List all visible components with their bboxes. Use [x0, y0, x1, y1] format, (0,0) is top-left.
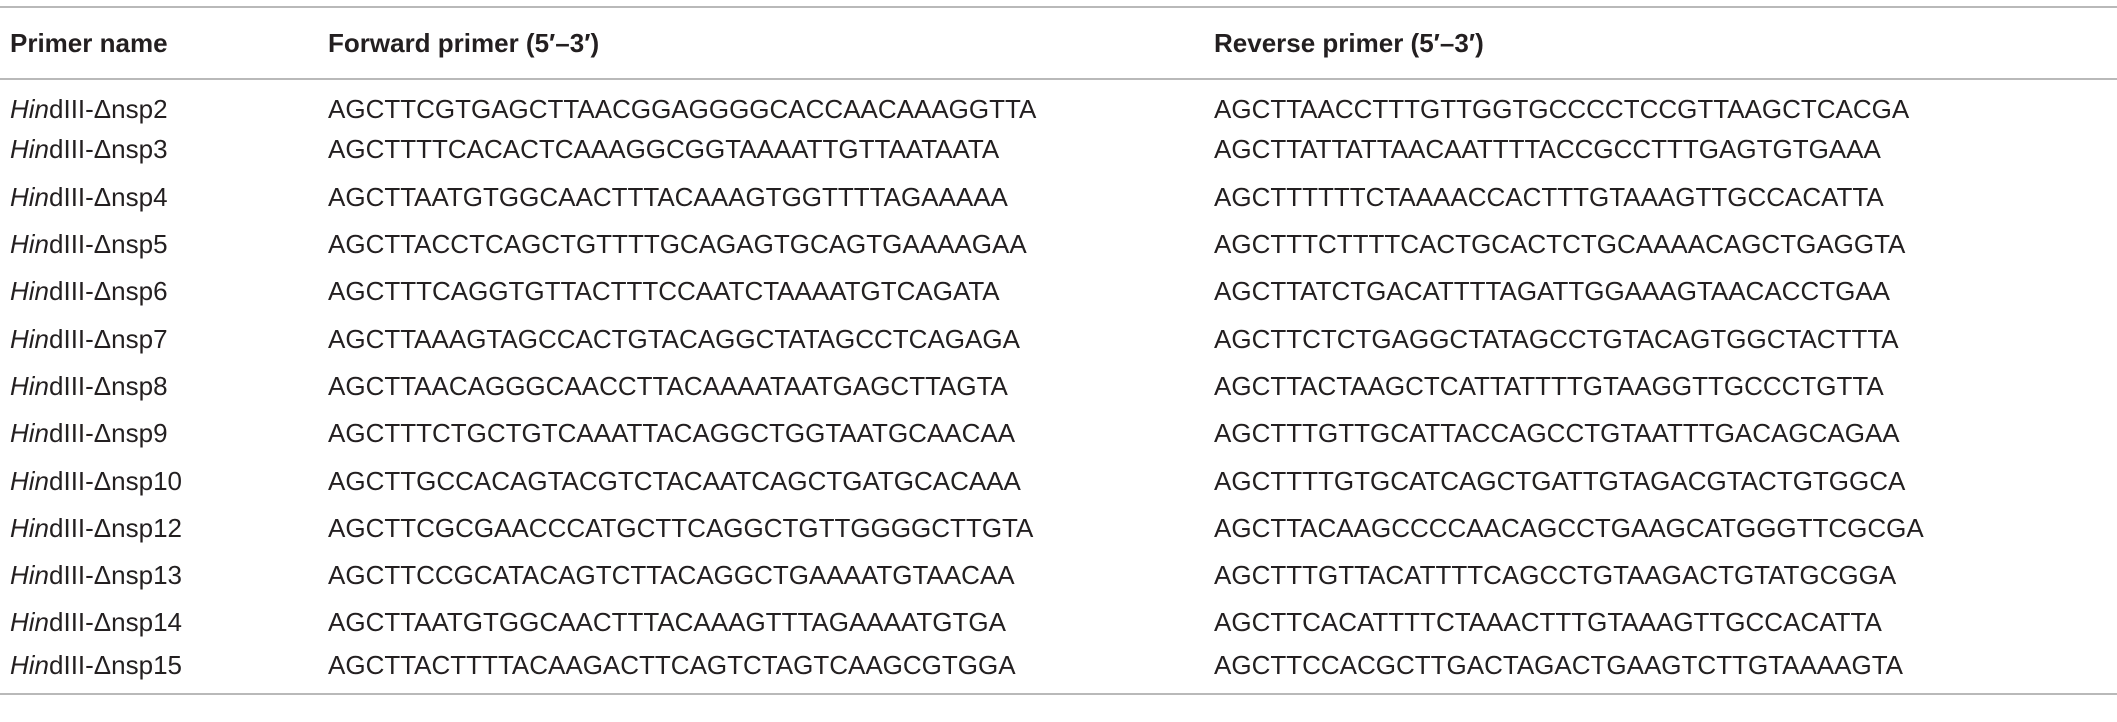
primer-name-italic: Hin — [10, 229, 50, 260]
header-reverse-primer: Reverse primer (5′–3′) — [1214, 27, 1484, 58]
primer-name-rest: dIII-Δnsp2 — [49, 93, 168, 124]
primer-name-cell: HindIII-Δnsp5 — [0, 221, 328, 268]
primer-name-rest: dIII-Δnsp6 — [49, 276, 168, 307]
forward-primer-cell: AGCTTTTCACACTCAAAGGCGGTAAAATTGTTAATAATA — [328, 134, 1000, 165]
forward-primer-cell: AGCTTTCAGGTGTTACTTTCCAATCTAAAATGTCAGATA — [328, 276, 1000, 307]
primer-name-italic: Hin — [10, 418, 50, 449]
primer-name-rest: dIII-Δnsp4 — [49, 181, 168, 212]
primer-name-rest: dIII-Δnsp3 — [49, 134, 168, 165]
forward-primer-cell: AGCTTCGCGAACCCATGCTTCAGGCTGTTGGGGCTTGTA — [328, 512, 1034, 543]
primer-name-rest: dIII-Δnsp13 — [49, 560, 183, 591]
primer-name-italic: Hin — [10, 607, 50, 638]
forward-primer-cell: AGCTTTCTGCTGTCAAATTACAGGCTGGTAATGCAACAA — [328, 418, 1016, 449]
reverse-primer-cell: AGCTTCTCTGAGGCTATAGCCTGTACAGTGGCTACTTTA — [1214, 323, 1899, 354]
header-row: Primer name Forward primer (5′–3′) Rever… — [0, 7, 2117, 79]
primer-name-rest: dIII-Δnsp5 — [49, 229, 168, 260]
primer-name-cell: HindIII-Δnsp4 — [0, 174, 328, 221]
reverse-primer-cell: AGCTTTGTTGCATTACCAGCCTGTAATTTGACAGCAGAA — [1214, 418, 1900, 449]
primer-name-italic: Hin — [10, 323, 50, 354]
reverse-primer-cell: AGCTTATTATTAACAATTTTACCGCCTTTGAGTGTGAAA — [1214, 134, 1881, 165]
primer-name-rest: dIII-Δnsp9 — [49, 418, 168, 449]
reverse-primer-cell: AGCTTAACCTTTGTTGGTGCCCCTCCGTTAAGCTCACGA — [1214, 93, 1910, 124]
primer-name-italic: Hin — [10, 465, 50, 496]
reverse-primer-cell: AGCTTACTAAGCTCATTATTTTGTAAGGTTGCCCTGTTA — [1214, 370, 1884, 401]
primer-name-cell: HindIII-Δnsp9 — [0, 410, 328, 457]
reverse-primer-cell: AGCTTTGTTACATTTTCAGCCTGTAAGACTGTATGCGGA — [1214, 560, 1897, 591]
primer-name-italic: Hin — [10, 181, 50, 212]
primer-name-rest: dIII-Δnsp15 — [49, 650, 183, 681]
reverse-primer-cell: AGCTTATCTGACATTTTAGATTGGAAAGTAACACCTGAA — [1214, 276, 1891, 307]
primer-name-italic: Hin — [10, 93, 50, 124]
reverse-primer-cell: AGCTTTTTTCTAAAACCACTTTGTAAAGTTGCCACATTA — [1214, 181, 1884, 212]
primer-name-rest: dIII-Δnsp14 — [49, 607, 183, 638]
primer-name-cell: HindIII-Δnsp2 — [0, 79, 328, 126]
reverse-primer-cell: AGCTTACAAGCCCCAACAGCCTGAAGCATGGGTTCGCGA — [1214, 512, 1924, 543]
primer-name-italic: Hin — [10, 650, 50, 681]
forward-primer-cell: AGCTTAATGTGGCAACTTTACAAAGTTTAGAAAATGTGA — [328, 607, 1006, 638]
primer-name-cell: HindIII-Δnsp3 — [0, 126, 328, 173]
primer-name-cell: HindIII-Δnsp6 — [0, 268, 328, 315]
primer-name-rest: dIII-Δnsp7 — [49, 323, 168, 354]
forward-primer-cell: AGCTTGCCACAGTACGTCTACAATCAGCTGATGCACAAA — [328, 465, 1021, 496]
primer-name-cell: HindIII-Δnsp12 — [0, 505, 328, 552]
forward-primer-cell: AGCTTACTTTTACAAGACTTCAGTCTAGTCAAGCGTGGA — [328, 650, 1016, 681]
forward-primer-cell: AGCTTACCTCAGCTGTTTTGCAGAGTGCAGTGAAAAGAA — [328, 229, 1027, 260]
primer-table: Primer name Forward primer (5′–3′) Rever… — [0, 6, 2117, 695]
header-forward-primer: Forward primer (5′–3′) — [328, 27, 600, 58]
primer-name-cell: HindIII-Δnsp7 — [0, 315, 328, 362]
primer-name-cell: HindIII-Δnsp8 — [0, 363, 328, 410]
reverse-primer-cell: AGCTTTTGTGCATCAGCTGATTGTAGACGTACTGTGGCA — [1214, 465, 1906, 496]
primer-name-italic: Hin — [10, 276, 50, 307]
primer-name-cell: HindIII-Δnsp14 — [0, 599, 328, 646]
primer-name-rest: dIII-Δnsp12 — [49, 512, 183, 543]
header-primer-name: Primer name — [10, 27, 168, 58]
forward-primer-cell: AGCTTAACAGGGCAACCTTACAAAATAATGAGCTTAGTA — [328, 370, 1008, 401]
primer-name-italic: Hin — [10, 512, 50, 543]
primer-name-cell: HindIII-Δnsp13 — [0, 552, 328, 599]
primer-name-cell: HindIII-Δnsp10 — [0, 457, 328, 504]
forward-primer-cell: AGCTTCCGCATACAGTCTTACAGGCTGAAAATGTAACAA — [328, 560, 1015, 591]
reverse-primer-cell: AGCTTCACATTTTCTAAACTTTGTAAAGTTGCCACATTA — [1214, 607, 1882, 638]
reverse-primer-cell: AGCTTTCTTTTCACTGCACTCTGCAAAACAGCTGAGGTA — [1214, 229, 1906, 260]
reverse-primer-cell: AGCTTCCACGCTTGACTAGACTGAAGTCTTGTAAAAGTA — [1214, 650, 1904, 681]
primer-name-italic: Hin — [10, 370, 50, 401]
forward-primer-cell: AGCTTCGTGAGCTTAACGGAGGGGCACCAACAAAGGTTA — [328, 93, 1037, 124]
primer-name-cell: HindIII-Δnsp15 — [0, 647, 328, 694]
table-header: Primer name Forward primer (5′–3′) Rever… — [0, 7, 2117, 79]
forward-primer-cell: AGCTTAATGTGGCAACTTTACAAAGTGGTTTTAGAAAAA — [328, 181, 1008, 212]
primer-name-italic: Hin — [10, 134, 50, 165]
forward-primer-cell: AGCTTAAAGTAGCCACTGTACAGGCTATAGCCTCAGAGA — [328, 323, 1020, 354]
primer-name-rest: dIII-Δnsp10 — [49, 465, 183, 496]
primer-name-italic: Hin — [10, 560, 50, 591]
primer-name-rest: dIII-Δnsp8 — [49, 370, 168, 401]
